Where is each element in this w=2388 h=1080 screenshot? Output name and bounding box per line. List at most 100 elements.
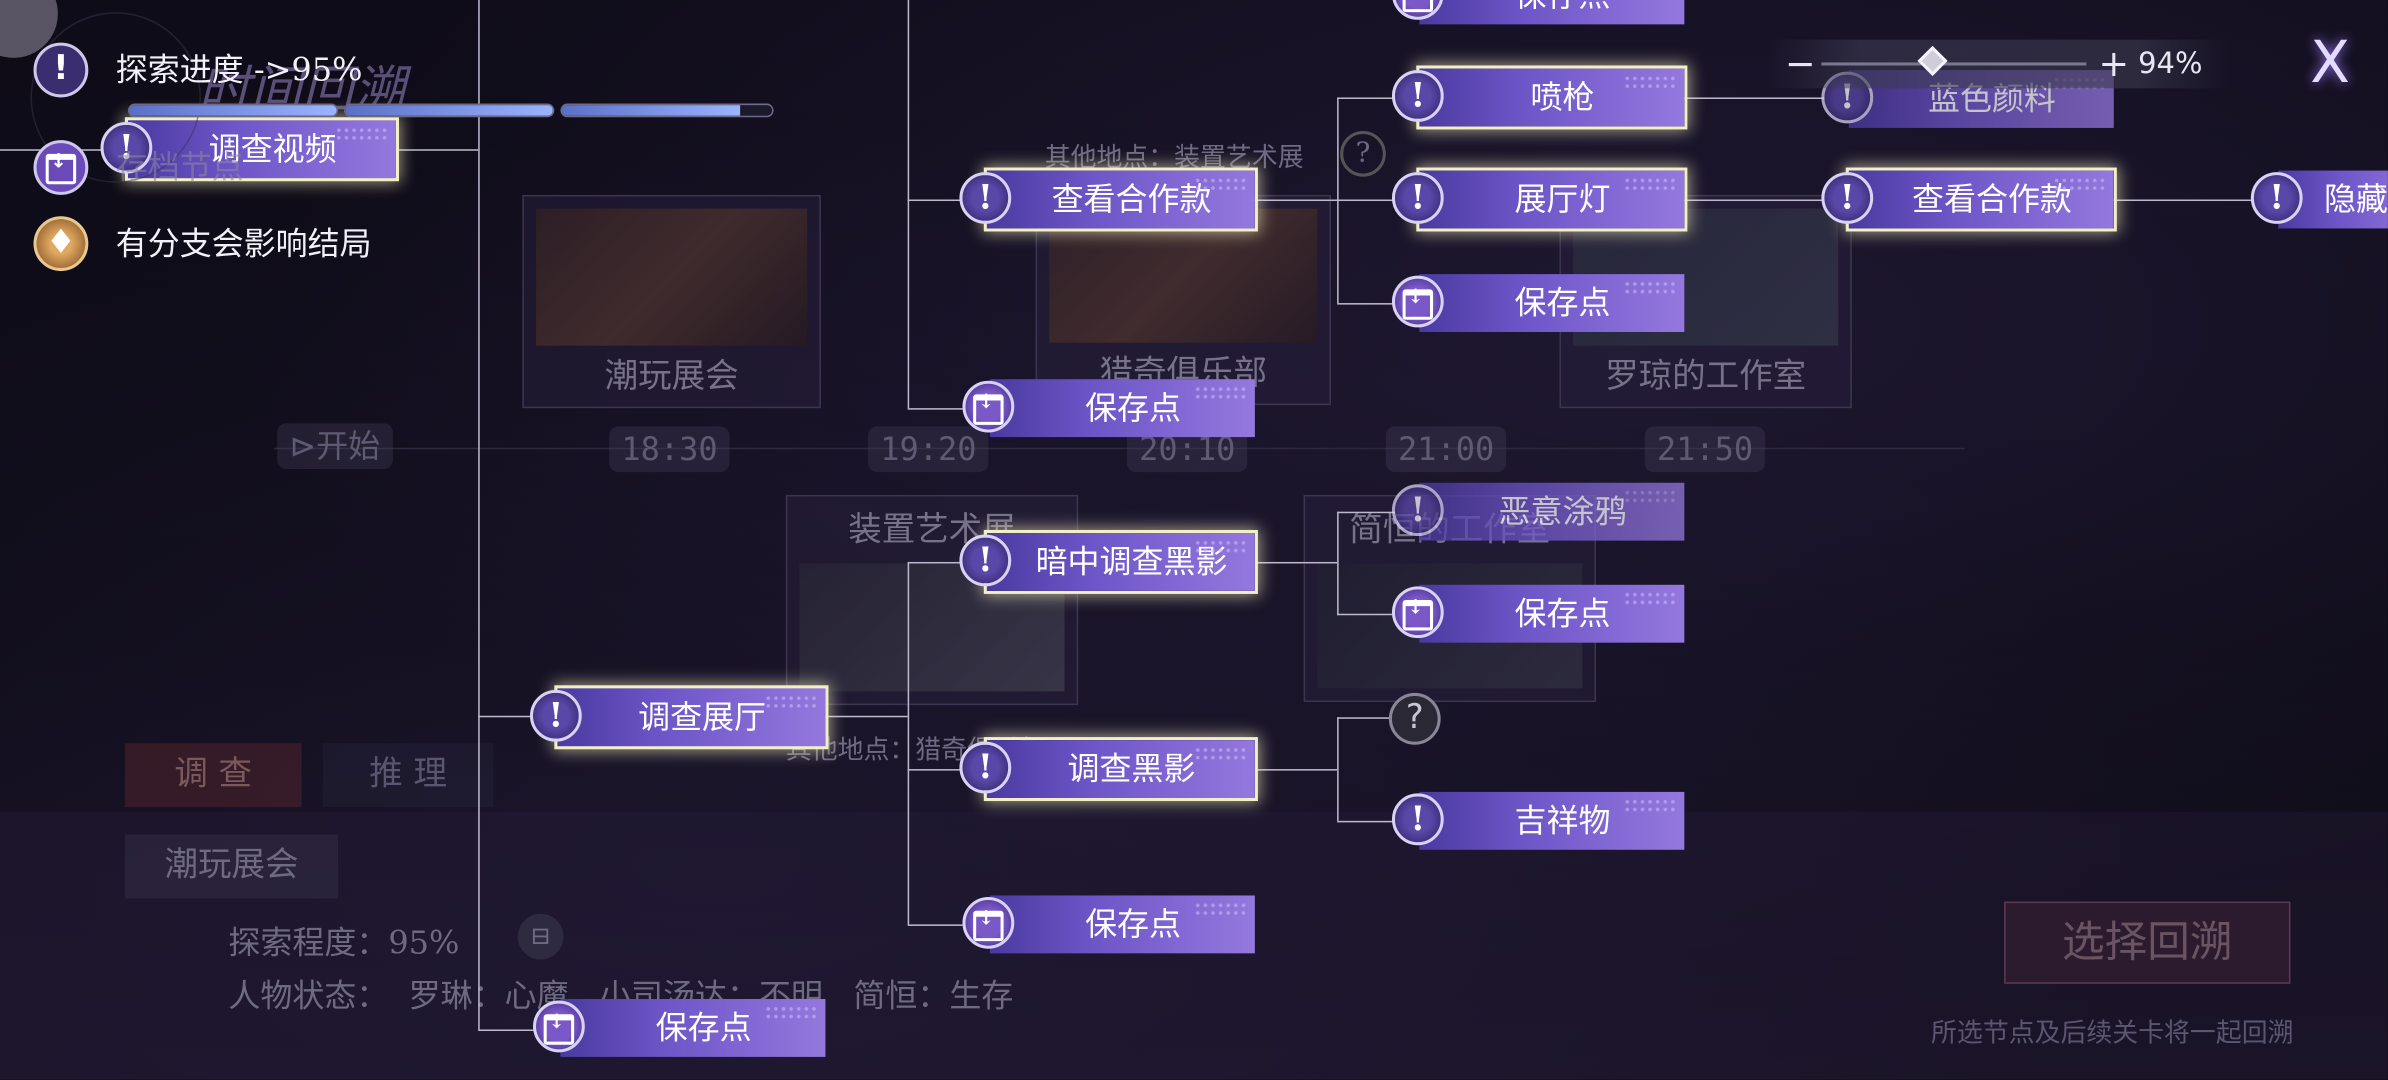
branch-toggle-icon: ⊟	[517, 913, 564, 960]
connector	[907, 561, 910, 925]
exclamation-icon: !	[959, 534, 1012, 587]
connector	[478, 715, 540, 718]
save-icon	[533, 1000, 585, 1053]
hall-light-node[interactable]: ! 展厅灯	[1391, 170, 1685, 229]
exclamation-icon: !	[1821, 172, 1874, 224]
investigate-hall-node[interactable]: !调查展厅	[529, 688, 826, 747]
unknown-node-icon[interactable]: ?	[1388, 692, 1441, 745]
time-marker: 21:00	[1385, 426, 1507, 473]
explore-degree: 探索程度：95%	[228, 924, 460, 961]
node-label: 展厅灯	[1514, 181, 1611, 218]
connector	[1254, 561, 1338, 564]
node-label: 查看合作款	[1051, 181, 1212, 218]
connector	[1254, 769, 1338, 771]
save-icon	[33, 140, 89, 195]
help-icon: ?	[1340, 130, 1386, 177]
view-contract-node[interactable]: ! 查看合作款	[1821, 170, 2114, 229]
location-card: 猎奇俱乐部	[1035, 194, 1332, 406]
location-label: 罗琼的工作室	[1605, 357, 1807, 396]
hidden-node[interactable]: ! 隐藏	[2250, 170, 2388, 229]
node-label: 保存点	[1453, 0, 1672, 24]
close-button[interactable]: X	[2310, 28, 2350, 96]
progress-label: 探索进度 ->95%	[115, 51, 363, 89]
connector	[1337, 613, 1395, 616]
progress-bar-segment	[127, 103, 339, 118]
exclamation-icon: !	[1391, 172, 1444, 224]
save-icon	[962, 896, 1015, 949]
zoom-slider-track[interactable]	[1821, 62, 2087, 66]
footer-note: 所选节点及后续关卡将一起回溯	[1931, 1018, 2294, 1050]
exclamation-icon: !	[33, 42, 89, 98]
save-point-node[interactable]: 保存点	[1391, 0, 1685, 25]
node-label: 保存点	[1085, 389, 1182, 427]
zoom-slider-thumb[interactable]	[1917, 45, 1948, 76]
scene-label: 潮玩展会	[124, 834, 339, 899]
zoom-in-button[interactable]: +	[2098, 42, 2130, 86]
connector	[1681, 97, 1825, 99]
node-label: 调查视频	[208, 130, 337, 168]
save-point-node[interactable]: 保存点	[962, 379, 1255, 438]
branch-flame-icon: ♦	[33, 216, 89, 272]
location-card: 装置艺术展	[785, 494, 1079, 706]
connector	[1337, 820, 1395, 823]
start-label: 开始	[316, 427, 381, 465]
node-label: 保存点	[655, 1009, 752, 1047]
connector	[1337, 511, 1339, 616]
time-marker: 18:30	[609, 426, 730, 473]
branch-legend-label: 有分支会影响结局	[115, 225, 372, 262]
zoom-percentage: 94%	[2138, 47, 2203, 81]
location-label: 潮玩展会	[604, 357, 739, 396]
connector	[478, 0, 480, 1030]
connector	[478, 1029, 540, 1032]
connector	[1251, 199, 1338, 202]
time-marker: 21:50	[1644, 426, 1766, 473]
node-label: 保存点	[1514, 595, 1611, 633]
connector	[2110, 199, 2254, 202]
other-location-top: 其他地点：装置艺术展	[1044, 143, 1304, 174]
connector	[907, 561, 963, 564]
save-icon	[962, 380, 1015, 433]
connector	[907, 199, 963, 202]
mascot-node[interactable]: ! 吉祥物	[1391, 791, 1685, 850]
node-label: 吉祥物	[1514, 802, 1611, 840]
node-label: 保存点	[1085, 906, 1182, 943]
investigate-shadow-node[interactable]: ! 调查黑影	[959, 740, 1255, 798]
connector	[822, 715, 908, 718]
connector	[907, 408, 963, 410]
timeline	[274, 447, 1965, 450]
save-point-node[interactable]: 保存点	[962, 895, 1255, 954]
connector	[1681, 199, 1825, 202]
view-contract-node[interactable]: !查看合作款	[959, 170, 1255, 229]
connector	[907, 924, 963, 926]
node-label: 查看合作款	[1912, 181, 2072, 218]
connector	[907, 769, 963, 771]
node-label: 隐藏	[2323, 181, 2388, 218]
connector	[907, 0, 910, 409]
save-point-node[interactable]: 保存点	[533, 999, 826, 1057]
location-card: 潮玩展会	[522, 194, 821, 409]
node-label: 调查黑影	[1067, 750, 1196, 788]
connector	[1337, 97, 1395, 99]
connector	[1337, 717, 1395, 719]
node-label: 调查展厅	[638, 699, 767, 736]
play-icon: ⊳	[289, 427, 317, 465]
start-marker: ⊳开始	[277, 423, 393, 470]
zoom-control: − + 94%	[1766, 39, 2232, 89]
save-legend-label: 存档节点	[115, 149, 244, 186]
tab-investigate: 调 查	[124, 743, 302, 808]
exclamation-icon: !	[1391, 793, 1444, 846]
exclamation-icon: !	[959, 741, 1012, 794]
malicious-graffiti-node[interactable]: !恶意涂鸦	[1391, 482, 1685, 541]
connector	[1337, 511, 1395, 514]
save-point-node[interactable]: 保存点	[1391, 274, 1685, 332]
secret-shadow-node[interactable]: !暗中调查黑影	[959, 533, 1255, 591]
save-icon	[1391, 275, 1444, 328]
node-label: 恶意涂鸦	[1498, 493, 1627, 530]
connector	[1337, 303, 1395, 305]
tab-reason: 推 理	[322, 743, 494, 808]
exclamation-icon: !	[2250, 172, 2303, 224]
node-label: 保存点	[1514, 284, 1611, 322]
zoom-out-button[interactable]: −	[1784, 42, 1816, 86]
spray-gun-node[interactable]: !喷枪	[1391, 68, 1685, 127]
save-point-node[interactable]: 保存点	[1391, 584, 1685, 643]
